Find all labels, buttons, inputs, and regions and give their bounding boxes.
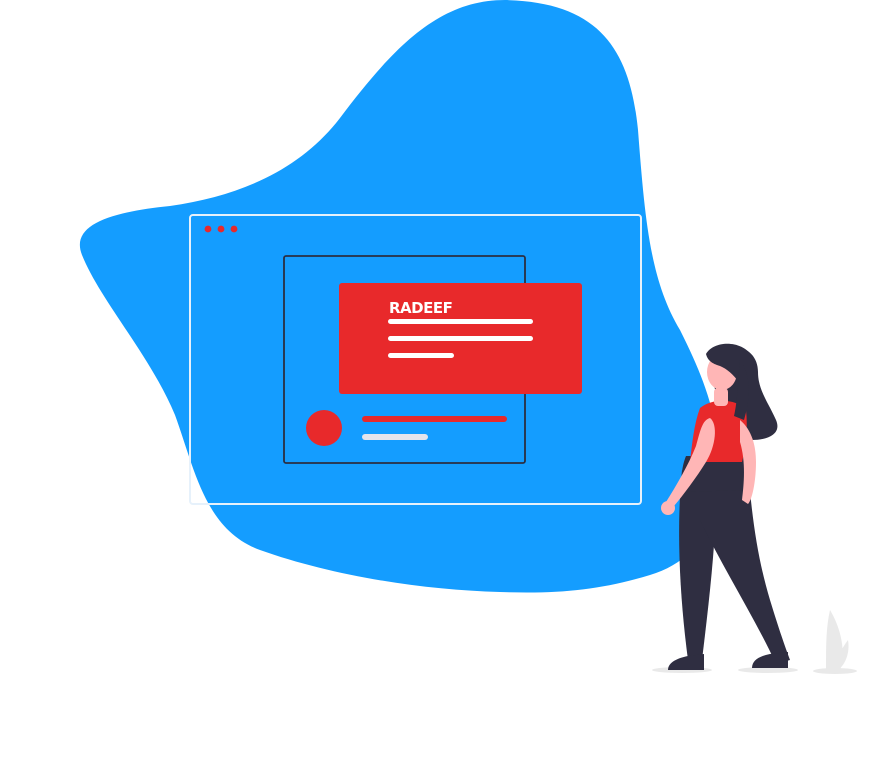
woman-arm-right <box>740 420 756 504</box>
placeholder-line-secondary <box>362 434 428 440</box>
woman-shoe-left <box>668 654 704 670</box>
browser-window <box>189 214 642 505</box>
featured-card: RADEEF <box>339 283 582 394</box>
woman-hand <box>661 501 675 515</box>
standing-woman <box>661 343 790 670</box>
plant-leaf <box>826 610 849 670</box>
woman-arm-left <box>666 418 715 506</box>
content-panel <box>283 255 526 464</box>
card-title: RADEEF <box>389 299 452 317</box>
placeholder-line-primary <box>362 416 507 422</box>
woman-hair-strand <box>734 360 749 420</box>
woman-shoe-right <box>752 652 788 668</box>
card-line-1 <box>388 319 533 324</box>
three-dots-icon <box>204 225 238 233</box>
card-line-2 <box>388 336 533 341</box>
avatar-circle-icon <box>306 410 342 446</box>
browser-window-frame <box>189 214 642 505</box>
card-line-3 <box>388 353 454 358</box>
woman-neck <box>714 388 728 406</box>
woman-leg-front <box>700 468 790 664</box>
